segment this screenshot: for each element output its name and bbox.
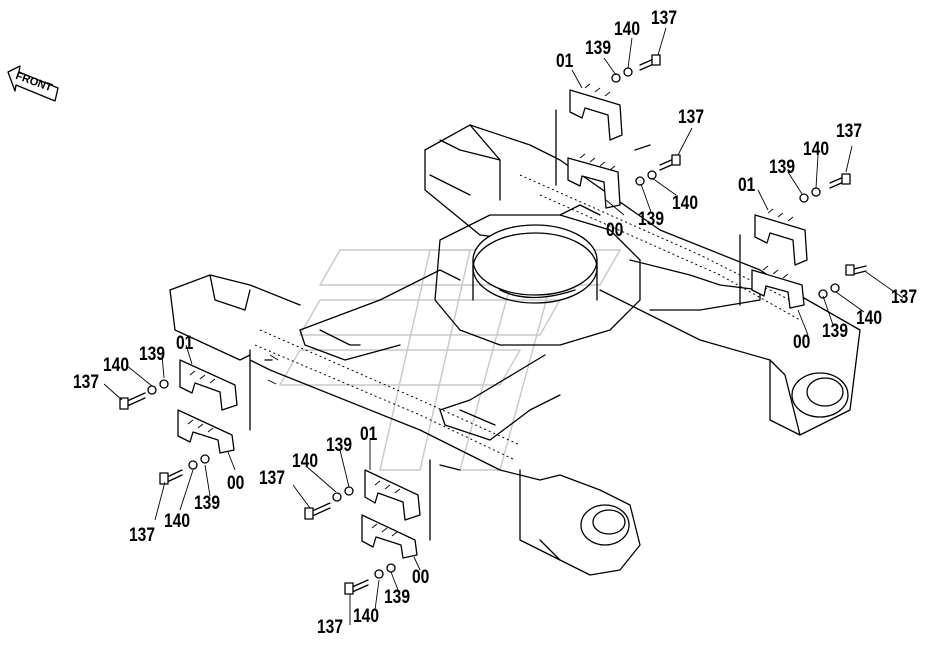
guide-bracket-upper-1 — [555, 83, 651, 209]
bolt-set-3 — [119, 379, 210, 485]
callout-140: 140 — [856, 308, 882, 329]
bolt-set-1 — [611, 54, 681, 186]
callout-00: 00 — [606, 220, 624, 241]
callout-140: 140 — [803, 139, 829, 160]
callout-137: 137 — [836, 121, 862, 142]
callout-139: 139 — [194, 493, 220, 514]
callout-137: 137 — [651, 8, 677, 29]
callout-137: 137 — [317, 617, 343, 638]
callout-139: 139 — [139, 344, 165, 365]
bolt-set-4 — [304, 486, 396, 595]
callout-00: 00 — [793, 332, 811, 353]
callout-137: 137 — [259, 468, 285, 489]
guide-bracket-lower-2 — [361, 459, 461, 559]
leader-lines — [103, 27, 904, 625]
callout-139: 139 — [769, 157, 795, 178]
callout-140: 140 — [292, 451, 318, 472]
callout-01: 01 — [738, 175, 756, 196]
front-arrow-icon — [7, 65, 59, 102]
callout-01: 01 — [556, 51, 574, 72]
lower-frame — [169, 124, 861, 576]
callout-00: 00 — [412, 567, 430, 588]
guide-bracket-upper-2 — [739, 208, 808, 309]
guide-bracket-lower-1 — [177, 349, 273, 454]
callout-139: 139 — [326, 435, 352, 456]
callout-00: 00 — [227, 473, 245, 494]
callout-139: 139 — [384, 587, 410, 608]
callout-139: 139 — [638, 209, 664, 230]
callout-137: 137 — [129, 525, 155, 546]
callout-139: 139 — [585, 38, 611, 59]
callout-140: 140 — [164, 511, 190, 532]
callout-01: 01 — [176, 333, 194, 354]
callout-137: 137 — [678, 107, 704, 128]
callout-139: 139 — [822, 321, 848, 342]
callout-140: 140 — [353, 606, 379, 627]
callout-137: 137 — [891, 287, 917, 308]
callout-137: 137 — [73, 372, 99, 393]
callout-140: 140 — [672, 193, 698, 214]
bolt-set-2 — [799, 173, 867, 299]
callout-140: 140 — [103, 355, 129, 376]
callout-140: 140 — [614, 19, 640, 40]
callout-01: 01 — [360, 424, 378, 445]
